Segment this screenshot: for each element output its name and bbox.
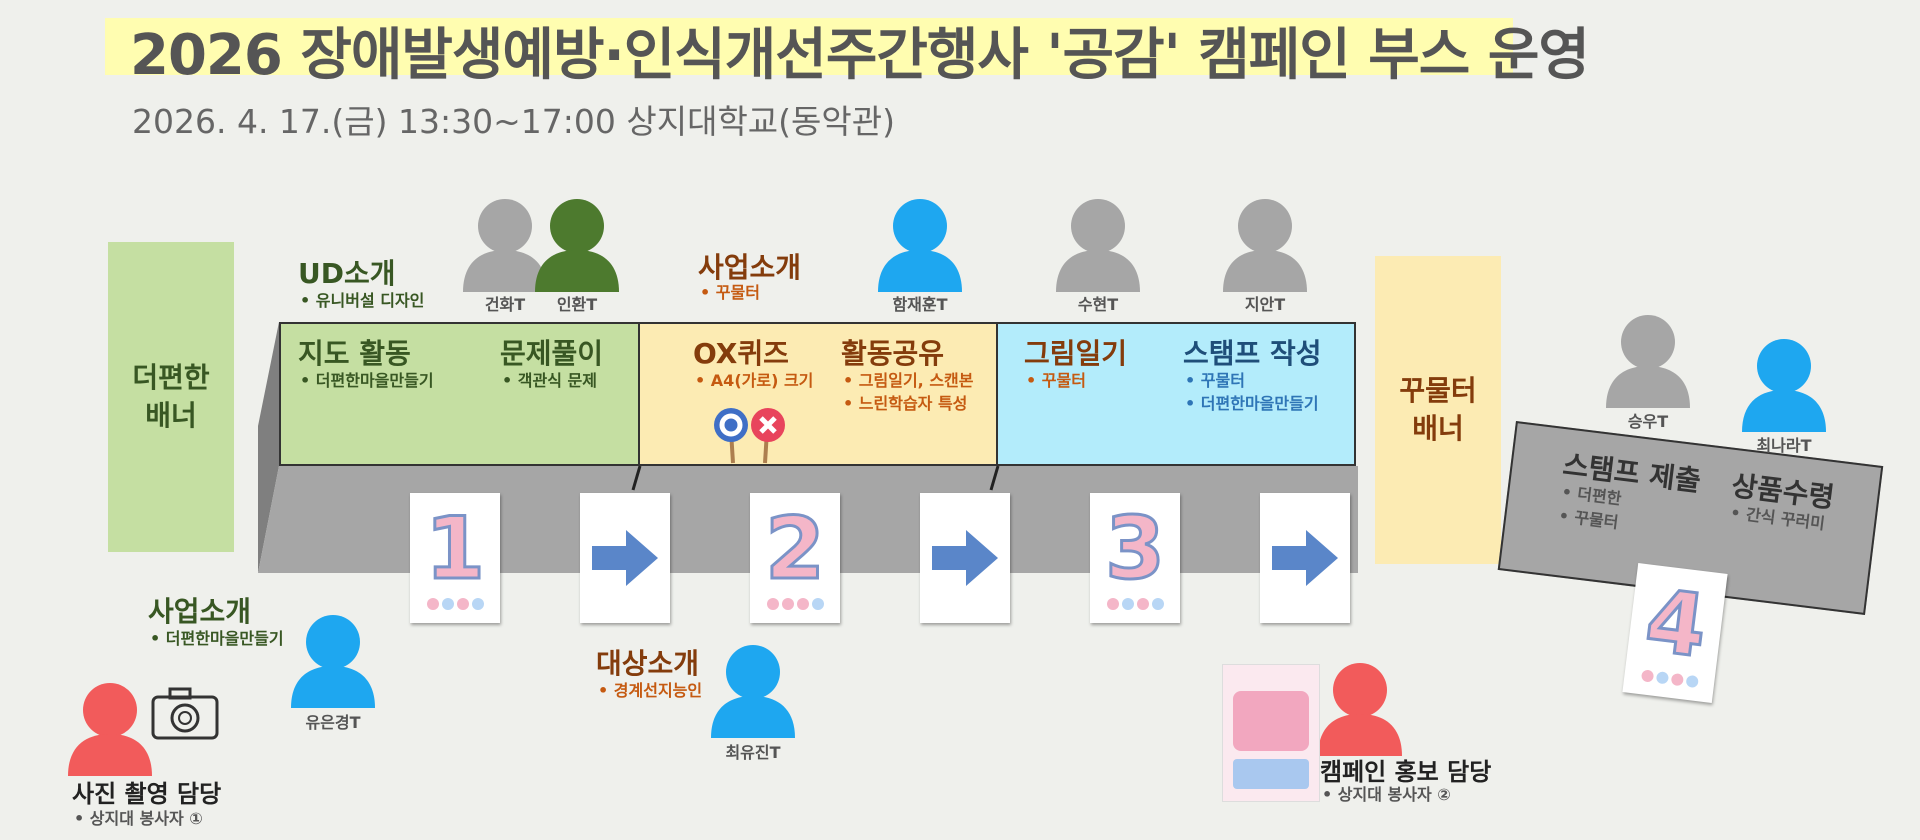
banner-left-label: 더편한 배너 (132, 361, 210, 432)
staff-name: 유은경T (305, 713, 361, 732)
ox-signs-icon (714, 408, 785, 464)
role-photo-item: 상지대 봉사자 ① (74, 808, 203, 830)
step-card-4-number: 4 (1639, 569, 1714, 679)
intro-ud-title: UD소개 (298, 257, 396, 290)
arrow-card-2 (920, 493, 1010, 623)
banner-right: 꾸물터 배너 (1375, 256, 1501, 564)
station-ox-title: OX퀴즈 (693, 337, 789, 370)
poster-graphic (1233, 691, 1309, 751)
person-gray-icon (1606, 315, 1690, 408)
arrow-card-1 (580, 493, 670, 623)
intro-biz-bottom-item: 더편한마을만들기 (150, 628, 284, 650)
intro-biz-bottom-title: 사업소개 (148, 595, 252, 628)
station-ox-item: A4(가로) 크기 (695, 370, 814, 392)
person-red-icon (1318, 663, 1402, 756)
mascots-icon (1106, 598, 1164, 610)
role-photo-title: 사진 촬영 담당 (72, 780, 222, 808)
arrow-right-icon (592, 530, 658, 586)
station-stamp-item-1: 꾸물터 (1185, 370, 1245, 392)
station-map-title: 지도 활동 (298, 337, 411, 370)
person-gray-icon (1056, 199, 1140, 292)
person-gray-icon (1223, 199, 1307, 292)
page-subtitle: 2026. 4. 17.(금) 13:30~17:00 상지대학교(동악관) (132, 102, 895, 141)
station-quiz-title: 문제풀이 (500, 337, 604, 370)
step-card-2: 2 (750, 493, 840, 623)
staff-name: 건화T (484, 295, 526, 314)
step-card-2-number: 2 (764, 499, 827, 599)
person-blue-icon (291, 615, 375, 708)
banner-left: 더편한 배너 (108, 242, 234, 552)
person-green-icon (535, 199, 619, 292)
station-diary-item: 꾸물터 (1026, 370, 1086, 392)
page-title: 2026 장애발생예방·인식개선주간행사 '공감' 캠페인 부스 운영 (130, 23, 1590, 88)
intro-ud-item: 유니버설 디자인 (300, 290, 425, 312)
poster-info-block (1233, 759, 1309, 789)
person-blue-icon (1742, 339, 1826, 432)
title-highlight (105, 18, 1513, 75)
station-diary-title: 그림일기 (1024, 337, 1128, 370)
station-share-title: 활동공유 (841, 337, 945, 370)
step-card-3: 3 (1090, 493, 1180, 623)
mascots-icon (426, 598, 484, 610)
booth-side-left (258, 322, 279, 573)
staff-name: 최유진T (725, 743, 781, 762)
person-red-icon (68, 683, 152, 776)
station-stamp-item-2: 더편한마을만들기 (1185, 393, 1319, 415)
station-stamp-title: 스탬프 작성 (1183, 337, 1322, 370)
intro-target-title: 대상소개 (596, 647, 700, 680)
arrow-right-icon (932, 530, 998, 586)
campaign-poster-thumbnail (1222, 664, 1320, 802)
booth-divider-2 (989, 465, 1000, 491)
staff-name: 수현T (1077, 295, 1119, 314)
station-map-item: 더편한마을만들기 (300, 370, 434, 392)
person-gray-icon (463, 199, 547, 292)
arrow-card-3 (1260, 493, 1350, 623)
arrow-right-icon (1272, 530, 1338, 586)
booth-divider-1 (631, 465, 642, 491)
station-quiz-item: 객관식 문제 (502, 370, 597, 392)
intro-biz-top-item: 꾸물터 (700, 282, 760, 304)
staff-name: 지안T (1244, 295, 1286, 314)
person-blue-icon (878, 199, 962, 292)
mascots-icon (766, 598, 824, 610)
banner-right-label: 꾸물터 배너 (1399, 374, 1477, 445)
staff-name: 함재훈T (892, 295, 948, 314)
station-submit-item-2: 꾸물터 (1557, 505, 1619, 534)
person-blue-icon (711, 645, 795, 738)
camera-icon (151, 687, 219, 740)
step-card-4: 4 (1622, 563, 1728, 703)
station-share-item-2: 느린학습자 특성 (843, 393, 968, 415)
staff-name: 승우T (1627, 412, 1669, 431)
step-card-1-number: 1 (424, 499, 487, 599)
staff-name: 인환T (556, 295, 598, 314)
intro-biz-top-title: 사업소개 (698, 251, 802, 284)
station-share-item-1: 그림일기, 스캔본 (843, 370, 974, 392)
role-promo-item: 상지대 봉사자 ② (1322, 784, 1451, 806)
staff-name: 최나라T (1756, 436, 1812, 455)
step-card-3-number: 3 (1104, 499, 1167, 599)
intro-target-item: 경계선지능인 (598, 680, 702, 702)
step-card-1: 1 (410, 493, 500, 623)
role-promo-title: 캠페인 홍보 담당 (1320, 758, 1492, 786)
